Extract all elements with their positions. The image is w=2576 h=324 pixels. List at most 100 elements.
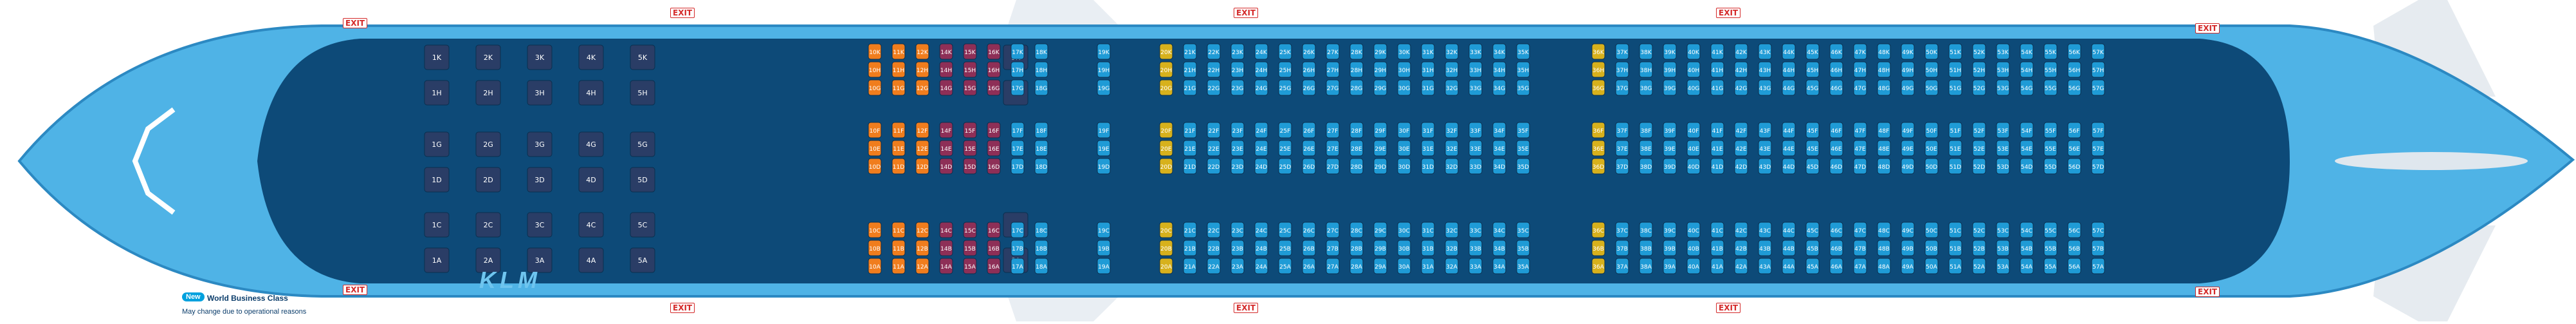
seat-21B[interactable] bbox=[1183, 240, 1197, 256]
seat-23K[interactable] bbox=[1230, 43, 1245, 60]
seat-28B[interactable] bbox=[1349, 240, 1364, 256]
seat-34K[interactable] bbox=[1492, 43, 1506, 60]
seat-32B[interactable] bbox=[1445, 240, 1459, 256]
seat-24F[interactable] bbox=[1254, 122, 1268, 138]
seat-15C[interactable] bbox=[963, 222, 977, 238]
seat-17F[interactable] bbox=[1010, 122, 1025, 138]
seat-30B[interactable] bbox=[1397, 240, 1411, 256]
seat-50F[interactable] bbox=[1924, 122, 1939, 138]
seat-35F[interactable] bbox=[1516, 122, 1530, 138]
seat-38G[interactable] bbox=[1639, 79, 1653, 96]
seat-34E[interactable] bbox=[1492, 140, 1506, 157]
seat-41A[interactable] bbox=[1710, 258, 1724, 274]
seat-23C[interactable] bbox=[1230, 222, 1245, 238]
seat-32A[interactable] bbox=[1445, 258, 1459, 274]
seat-46A[interactable] bbox=[1829, 258, 1843, 274]
seat-42D[interactable] bbox=[1734, 158, 1748, 175]
seat-34B[interactable] bbox=[1492, 240, 1506, 256]
seat-17E[interactable] bbox=[1010, 140, 1025, 157]
seat-32G[interactable] bbox=[1445, 79, 1459, 96]
seat-53G[interactable] bbox=[1996, 79, 2010, 96]
seat-31F[interactable] bbox=[1421, 122, 1435, 138]
seat-10A[interactable] bbox=[868, 258, 882, 274]
seat-39A[interactable] bbox=[1663, 258, 1677, 274]
seat-51B[interactable] bbox=[1948, 240, 1962, 256]
seat-11B[interactable] bbox=[891, 240, 906, 256]
seat-48E[interactable] bbox=[1877, 140, 1891, 157]
seat-39G[interactable] bbox=[1663, 79, 1677, 96]
seat-40K[interactable] bbox=[1686, 43, 1701, 60]
seat-53K[interactable] bbox=[1996, 43, 2010, 60]
seat-45H[interactable] bbox=[1805, 61, 1820, 78]
seat-33D[interactable] bbox=[1468, 158, 1483, 175]
seat-43G[interactable] bbox=[1758, 79, 1772, 96]
seat-38D[interactable] bbox=[1639, 158, 1653, 175]
seat-37A[interactable] bbox=[1615, 258, 1629, 274]
seat-43F[interactable] bbox=[1758, 122, 1772, 138]
seat-25E[interactable] bbox=[1278, 140, 1292, 157]
seat-45A[interactable] bbox=[1805, 258, 1820, 274]
seat-28H[interactable] bbox=[1349, 61, 1364, 78]
seat-19C[interactable] bbox=[1097, 222, 1111, 238]
seat-36G[interactable] bbox=[1591, 79, 1605, 96]
seat-47A[interactable] bbox=[1853, 258, 1867, 274]
seat-21F[interactable] bbox=[1183, 122, 1197, 138]
seat-50E[interactable] bbox=[1924, 140, 1939, 157]
seat-42B[interactable] bbox=[1734, 240, 1748, 256]
seat-28C[interactable] bbox=[1349, 222, 1364, 238]
seat-26E[interactable] bbox=[1302, 140, 1316, 157]
seat-38K[interactable] bbox=[1639, 43, 1653, 60]
seat-12E[interactable] bbox=[915, 140, 929, 157]
seat-26K[interactable] bbox=[1302, 43, 1316, 60]
seat-41G[interactable] bbox=[1710, 79, 1724, 96]
seat-31D[interactable] bbox=[1421, 158, 1435, 175]
seat-3H[interactable] bbox=[527, 80, 553, 106]
seat-33G[interactable] bbox=[1468, 79, 1483, 96]
seat-36C[interactable] bbox=[1591, 222, 1605, 238]
seat-49D[interactable] bbox=[1901, 158, 1915, 175]
seat-48H[interactable] bbox=[1877, 61, 1891, 78]
seat-14D[interactable] bbox=[939, 158, 953, 175]
seat-14K[interactable] bbox=[939, 43, 953, 60]
seat-31E[interactable] bbox=[1421, 140, 1435, 157]
seat-44D[interactable] bbox=[1782, 158, 1796, 175]
seat-52D[interactable] bbox=[1972, 158, 1986, 175]
seat-46E[interactable] bbox=[1829, 140, 1843, 157]
seat-40A[interactable] bbox=[1686, 258, 1701, 274]
seat-41C[interactable] bbox=[1710, 222, 1724, 238]
seat-21C[interactable] bbox=[1183, 222, 1197, 238]
seat-19A[interactable] bbox=[1097, 258, 1111, 274]
seat-35A[interactable] bbox=[1516, 258, 1530, 274]
seat-3D[interactable] bbox=[527, 167, 553, 193]
seat-44H[interactable] bbox=[1782, 61, 1796, 78]
seat-31K[interactable] bbox=[1421, 43, 1435, 60]
seat-20B[interactable] bbox=[1159, 240, 1173, 256]
seat-22H[interactable] bbox=[1207, 61, 1221, 78]
seat-12K[interactable] bbox=[915, 43, 929, 60]
seat-48F[interactable] bbox=[1877, 122, 1891, 138]
seat-48K[interactable] bbox=[1877, 43, 1891, 60]
seat-2C[interactable] bbox=[475, 212, 501, 238]
seat-10E[interactable] bbox=[868, 140, 882, 157]
seat-39D[interactable] bbox=[1663, 158, 1677, 175]
seat-42A[interactable] bbox=[1734, 258, 1748, 274]
seat-4A[interactable] bbox=[578, 247, 604, 273]
seat-32E[interactable] bbox=[1445, 140, 1459, 157]
seat-11F[interactable] bbox=[891, 122, 906, 138]
seat-25G[interactable] bbox=[1278, 79, 1292, 96]
seat-14E[interactable] bbox=[939, 140, 953, 157]
seat-24B[interactable] bbox=[1254, 240, 1268, 256]
seat-54C[interactable] bbox=[2020, 222, 2034, 238]
seat-34D[interactable] bbox=[1492, 158, 1506, 175]
seat-22C[interactable] bbox=[1207, 222, 1221, 238]
seat-16D[interactable] bbox=[987, 158, 1001, 175]
seat-27F[interactable] bbox=[1326, 122, 1340, 138]
seat-56H[interactable] bbox=[2067, 61, 2081, 78]
seat-2G[interactable] bbox=[475, 131, 501, 157]
seat-48B[interactable] bbox=[1877, 240, 1891, 256]
seat-17D[interactable] bbox=[1010, 158, 1025, 175]
seat-52E[interactable] bbox=[1972, 140, 1986, 157]
seat-26D[interactable] bbox=[1302, 158, 1316, 175]
seat-45F[interactable] bbox=[1805, 122, 1820, 138]
seat-15H[interactable] bbox=[963, 61, 977, 78]
